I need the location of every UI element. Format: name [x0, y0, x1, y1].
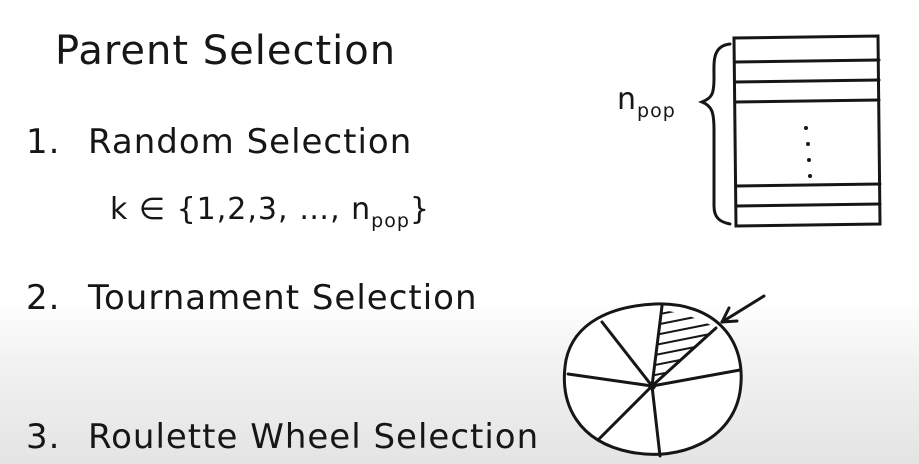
formula-main: k ∈ {1,2,3, …,	[110, 192, 341, 227]
list-item-random-selection: 1. Random Selection	[26, 122, 412, 162]
table-row-line	[734, 202, 882, 208]
table-row-line	[733, 98, 881, 104]
list-item-roulette-wheel-selection: 3. Roulette Wheel Selection	[26, 417, 539, 457]
wheel-divider	[566, 372, 654, 388]
wheel-divider	[650, 304, 664, 388]
list-item-label: Roulette Wheel Selection	[88, 417, 540, 457]
list-item-label: Random Selection	[88, 122, 413, 162]
table-row-line	[733, 58, 881, 64]
wheel-divider	[650, 326, 718, 388]
list-item-number: 2.	[26, 278, 61, 318]
wheel-divider	[600, 320, 654, 388]
formula-close: }	[409, 192, 431, 227]
wheel-center-dot	[648, 382, 656, 390]
wheel-divider	[650, 384, 662, 458]
list-item-tournament-selection: 2. Tournament Selection	[26, 278, 478, 318]
curly-brace	[697, 42, 732, 226]
arrow-icon	[720, 294, 766, 324]
page-title: Parent Selection	[55, 28, 397, 74]
population-label-sub: pop	[637, 100, 676, 122]
list-item-label: Tournament Selection	[88, 278, 478, 318]
roulette-wheel	[562, 302, 743, 458]
formula-sub: pop	[371, 210, 410, 232]
population-label-var: n	[617, 82, 638, 117]
population-size-label: npop	[617, 82, 676, 122]
wheel-divider	[596, 384, 654, 442]
table-row-line	[734, 182, 882, 188]
formula-var: n	[351, 192, 372, 227]
list-item-number: 3.	[26, 417, 61, 457]
table-row-line	[733, 78, 881, 84]
table-ellipsis	[804, 126, 812, 178]
population-table	[732, 34, 882, 228]
list-item-number: 1.	[26, 122, 61, 162]
wheel-divider	[650, 368, 742, 388]
random-selection-formula: k ∈ {1,2,3, …, npop}	[110, 192, 431, 232]
